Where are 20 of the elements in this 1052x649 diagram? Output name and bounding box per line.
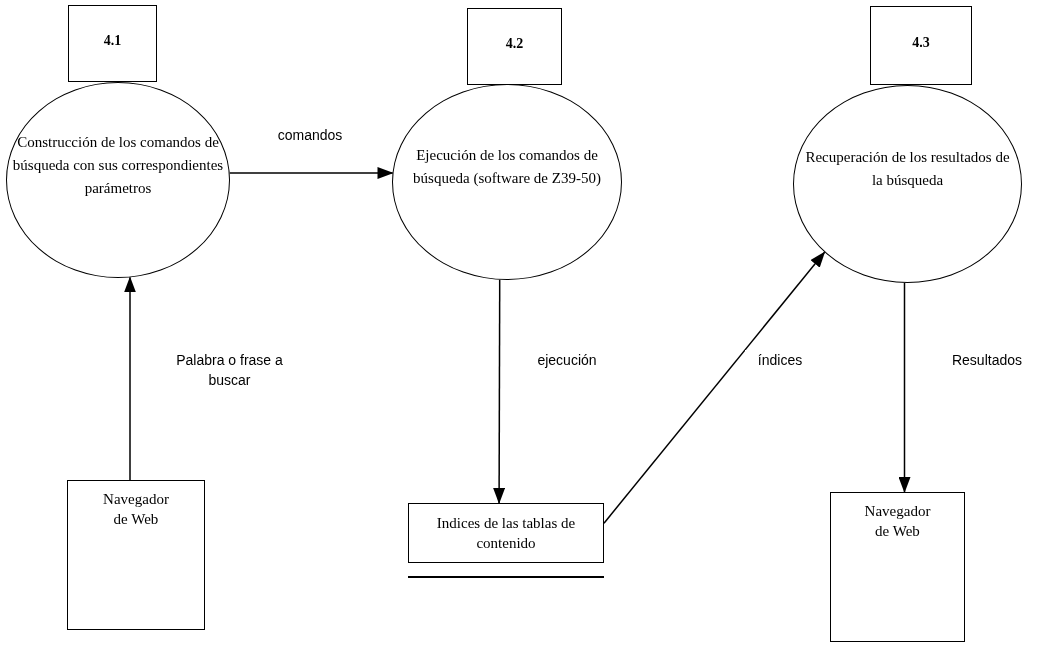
arrow (898, 282, 911, 493)
arrow (124, 276, 136, 481)
process-number-box (68, 5, 157, 82)
node-text: Recuperación de los resultados de la búsqueda (804, 148, 1011, 190)
external-entity-box (67, 480, 205, 630)
node-text: 4.3 (912, 34, 930, 52)
data-store-box (408, 503, 604, 563)
process-number-box (870, 6, 972, 85)
arrow (228, 167, 394, 179)
external-entity-box (830, 492, 965, 642)
node-text: 4.1 (103, 32, 122, 50)
process-number-box (467, 8, 562, 85)
arrow (603, 251, 826, 524)
node-text: Ejecución de los comandos de búsqueda (software de Z39-50) (412, 146, 602, 188)
node-text: Construcción de los comandos de búsqueda con sus correspondientes parámetros (12, 132, 224, 198)
node-text: Navegador de Web (864, 502, 931, 541)
node-text: Navegador de Web (103, 490, 169, 529)
node-text: 4.2 (505, 35, 524, 53)
arrow (493, 279, 506, 504)
node-text: Indices de las tablas de contenido (435, 514, 577, 553)
